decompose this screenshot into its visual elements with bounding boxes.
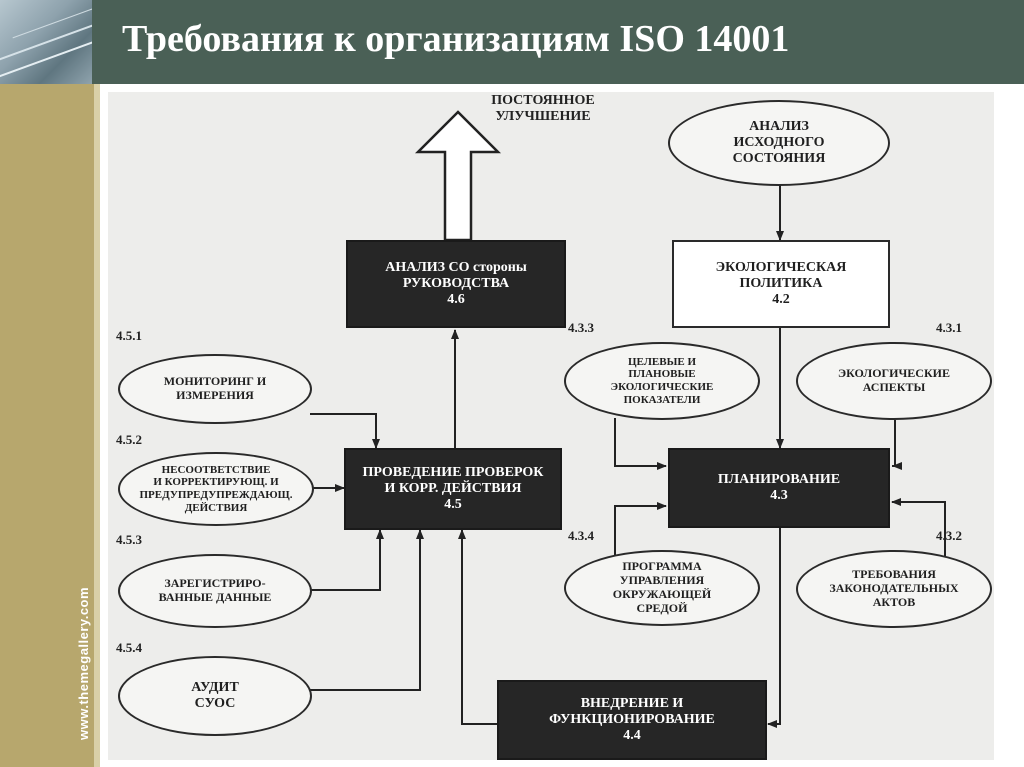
monitoring-ref: 4.5.1 <box>116 328 142 344</box>
nonconformity-line-1: НЕСООТВЕТСТВИЕ <box>162 464 271 477</box>
objectives-line-3: ЭКОЛОГИЧЕСКИЕ <box>611 381 714 394</box>
arrow-records-to-checking <box>310 530 380 590</box>
audit-ellipse: АУДИТ СУОС <box>118 656 312 736</box>
continual-improvement-label: ПОСТОЯННОЕ УЛУЧШЕНИЕ <box>468 93 618 125</box>
implementation-operation-box: ВНЕДРЕНИЕ И ФУНКЦИОНИРОВАНИЕ 4.4 <box>497 680 767 760</box>
monitoring-ellipse: МОНИТОРИНГ И ИЗМЕРЕНИЯ <box>118 354 312 424</box>
continual-improvement-line-2: УЛУЧШЕНИЕ <box>468 109 618 125</box>
environmental-policy-line-1: ЭКОЛОГИЧЕСКАЯ <box>716 260 847 276</box>
environmental-policy-ref: 4.2 <box>772 292 790 308</box>
implementation-line-2: ФУНКЦИОНИРОВАНИЕ <box>549 712 715 728</box>
records-line-2: ВАННЫЕ ДАННЫЕ <box>159 591 272 605</box>
records-line-1: ЗАРЕГИСТРИРО- <box>164 577 265 591</box>
legal-ref: 4.3.2 <box>936 528 962 544</box>
checking-line-1: ПРОВЕДЕНИЕ ПРОВЕРОК <box>363 465 544 481</box>
program-line-3: ОКРУЖАЮЩЕЙ <box>613 588 711 602</box>
objectives-line-2: ПЛАНОВЫЕ <box>628 368 695 381</box>
initial-review-line-3: СОСТОЯНИЯ <box>733 151 826 167</box>
legal-line-1: ТРЕБОВАНИЯ <box>852 568 936 582</box>
nonconformity-ellipse: НЕСООТВЕТСТВИЕ И КОРРЕКТИРУЮЩ. И ПРЕДУПР… <box>118 452 314 526</box>
nonconformity-ref: 4.5.2 <box>116 432 142 448</box>
continual-improvement-line-1: ПОСТОЯННОЕ <box>468 93 618 109</box>
nonconformity-line-3: ПРЕДУПРЕДУПРЕЖДАЮЩ. <box>140 489 293 502</box>
environmental-policy-box: ЭКОЛОГИЧЕСКАЯ ПОЛИТИКА 4.2 <box>672 240 890 328</box>
audit-line-1: АУДИТ <box>191 680 239 696</box>
implementation-ref: 4.4 <box>623 728 641 744</box>
arrow-implementation-to-checking <box>462 530 497 724</box>
arrow-monitoring-to-checking <box>310 414 376 448</box>
initial-review-line-2: ИСХОДНОГО <box>733 135 824 151</box>
environmental-policy-line-2: ПОЛИТИКА <box>740 276 823 292</box>
nonconformity-line-4: ДЕЙСТВИЯ <box>185 502 248 515</box>
aspects-line-2: АСПЕКТЫ <box>863 381 926 395</box>
implementation-line-1: ВНЕДРЕНИЕ И <box>581 696 684 712</box>
records-ellipse: ЗАРЕГИСТРИРО- ВАННЫЕ ДАННЫЕ <box>118 554 312 628</box>
nonconformity-line-2: И КОРРЕКТИРУЮЩ. И <box>153 476 278 489</box>
management-review-line-2: РУКОВОДСТВА <box>403 276 509 292</box>
objectives-ellipse: ЦЕЛЕВЫЕ И ПЛАНОВЫЕ ЭКОЛОГИЧЕСКИЕ ПОКАЗАТ… <box>564 342 760 420</box>
continual-improvement-arrow <box>418 112 498 240</box>
objectives-line-4: ПОКАЗАТЕЛИ <box>624 394 701 407</box>
management-review-ref: 4.6 <box>447 292 465 308</box>
checking-line-2: И КОРР. ДЕЙСТВИЯ <box>384 481 521 497</box>
planning-line-1: ПЛАНИРОВАНИЕ <box>718 472 840 488</box>
program-line-4: СРЕДОЙ <box>637 602 688 616</box>
aspects-line-1: ЭКОЛОГИЧЕСКИЕ <box>838 367 950 381</box>
objectives-ref: 4.3.3 <box>568 320 594 336</box>
audit-ref: 4.5.4 <box>116 640 142 656</box>
aspects-ellipse: ЭКОЛОГИЧЕСКИЕ АСПЕКТЫ <box>796 342 992 420</box>
initial-review-line-1: АНАЛИЗ <box>749 119 809 135</box>
arrow-audit-to-checking <box>310 530 420 690</box>
management-review-box: АНАЛИЗ СО стороны РУКОВОДСТВА 4.6 <box>346 240 566 328</box>
arrow-objectives-to-planning <box>615 418 666 466</box>
audit-line-2: СУОС <box>195 696 236 712</box>
legal-ellipse: ТРЕБОВАНИЯ ЗАКОНОДАТЕЛЬНЫХ АКТОВ <box>796 550 992 628</box>
aspects-ref: 4.3.1 <box>936 320 962 336</box>
records-ref: 4.5.3 <box>116 532 142 548</box>
legal-line-3: АКТОВ <box>873 596 916 610</box>
program-line-2: УПРАВЛЕНИЯ <box>620 574 704 588</box>
program-ellipse: ПРОГРАММА УПРАВЛЕНИЯ ОКРУЖАЮЩЕЙ СРЕДОЙ <box>564 550 760 626</box>
checking-corrective-action-box: ПРОВЕДЕНИЕ ПРОВЕРОК И КОРР. ДЕЙСТВИЯ 4.5 <box>344 448 562 530</box>
arrow-planning-to-implementation <box>768 528 780 724</box>
objectives-line-1: ЦЕЛЕВЫЕ И <box>628 356 696 369</box>
monitoring-line-1: МОНИТОРИНГ И <box>164 375 266 389</box>
legal-line-2: ЗАКОНОДАТЕЛЬНЫХ <box>829 582 958 596</box>
program-ref: 4.3.4 <box>568 528 594 544</box>
initial-review-ellipse: АНАЛИЗ ИСХОДНОГО СОСТОЯНИЯ <box>668 100 890 186</box>
arrow-aspects-to-planning <box>892 420 895 466</box>
planning-ref: 4.3 <box>770 488 788 504</box>
planning-box: ПЛАНИРОВАНИЕ 4.3 <box>668 448 890 528</box>
monitoring-line-2: ИЗМЕРЕНИЯ <box>176 389 254 403</box>
program-line-1: ПРОГРАММА <box>622 560 701 574</box>
checking-ref: 4.5 <box>444 497 462 513</box>
management-review-line-1: АНАЛИЗ СО стороны <box>385 260 527 276</box>
